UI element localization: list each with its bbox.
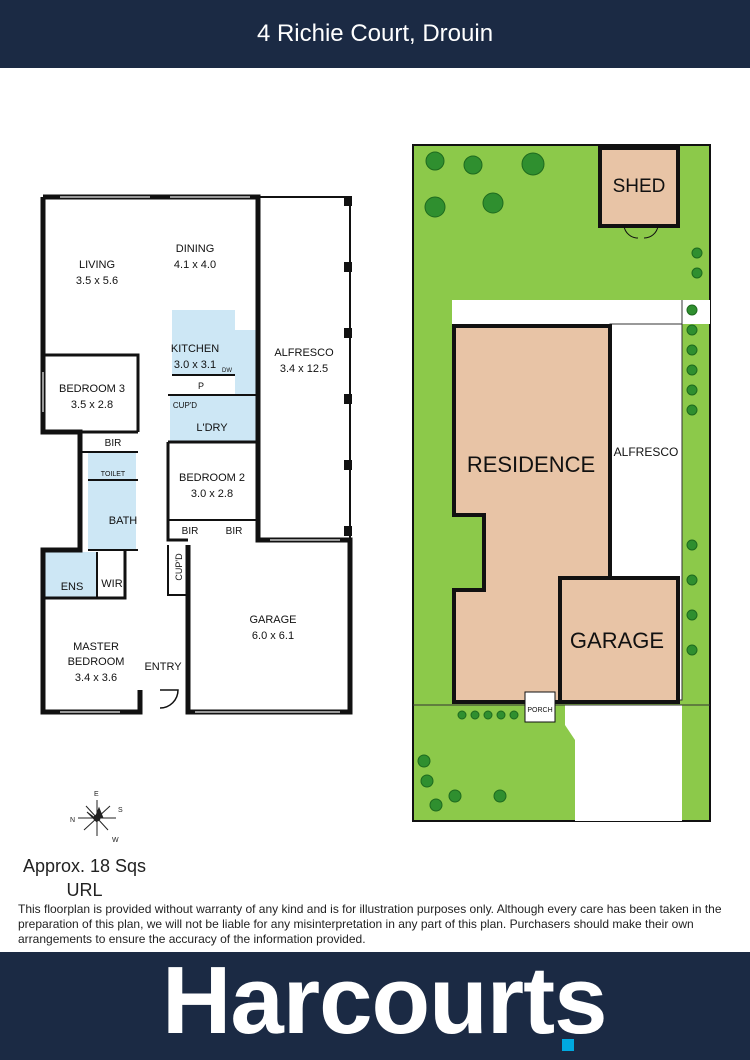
shed-building <box>598 146 680 228</box>
area-url: URL <box>66 880 103 900</box>
compass-w: W <box>112 837 119 844</box>
bathroom-area <box>88 452 136 550</box>
dining-dims: 4.1 x 4.0 <box>174 259 216 271</box>
master-label-1: MASTER <box>73 641 119 653</box>
living-label: LIVING <box>79 259 115 271</box>
bir-label-bed3: BIR <box>105 438 122 449</box>
page-header: 4 Richie Court, Drouin <box>0 0 750 68</box>
bath-label: BATH <box>109 515 138 527</box>
porch-slab <box>524 691 556 723</box>
master-dims: 3.4 x 3.6 <box>75 672 117 684</box>
master-label-2: BEDROOM <box>68 656 125 668</box>
windows <box>42 196 340 713</box>
entry-label: ENTRY <box>144 661 182 673</box>
wir-label: WIR <box>101 578 122 590</box>
alfresco-dims: 3.4 x 12.5 <box>280 363 328 375</box>
living-dims: 3.5 x 5.6 <box>76 275 118 287</box>
alfresco-label: ALFRESCO <box>274 347 334 359</box>
compass-n: N <box>70 817 75 824</box>
garage-label: GARAGE <box>249 614 296 626</box>
compass-icon: E N S W <box>70 791 123 844</box>
bedroom3-label: BEDROOM 3 <box>59 383 125 395</box>
floor-plan: LIVING 3.5 x 5.6 DINING 4.1 x 4.0 KITCHE… <box>40 194 353 844</box>
entry-door <box>159 689 179 709</box>
area-approx: Approx. 18 Sqs <box>22 856 147 876</box>
laundry-label: L'DRY <box>196 422 228 434</box>
site-alfresco-label: ALFRESCO <box>614 445 679 459</box>
compass-s: S <box>118 807 123 814</box>
harcourts-logo: Harcourts <box>162 947 607 1054</box>
bir-label-bed2-a: BIR <box>182 526 199 537</box>
toilet-label: TOILET <box>101 471 126 478</box>
logo-accent-square <box>562 1039 574 1051</box>
residence-building <box>452 324 612 704</box>
cupboard-label-laundry: CUP'D <box>173 401 197 410</box>
shed-label: SHED <box>613 176 666 197</box>
dishwasher-label: DW <box>222 368 232 374</box>
cupboard-label-entry: CUP'D <box>174 553 184 581</box>
alfresco-piers <box>344 196 352 536</box>
compass-e: E <box>94 791 99 798</box>
driveway <box>565 705 682 821</box>
disclaimer-text: This floorplan is provided without warra… <box>18 902 722 946</box>
property-address: 4 Richie Court, Drouin <box>256 20 494 47</box>
dining-label: DINING <box>176 243 215 255</box>
kitchen-label: KITCHEN <box>171 343 219 355</box>
bedroom2-label: BEDROOM 2 <box>179 472 245 484</box>
site-garage-label: GARAGE <box>570 628 664 653</box>
porch-label: PORCH <box>527 707 552 714</box>
side-path <box>452 300 710 324</box>
trees <box>417 151 703 812</box>
ensuite-label: ENS <box>61 581 84 593</box>
kitchen-area <box>172 310 258 395</box>
bedroom3-dims: 3.5 x 2.8 <box>71 399 113 411</box>
plans-canvas: LIVING 3.5 x 5.6 DINING 4.1 x 4.0 KITCHE… <box>40 144 711 844</box>
bir-label-bed2-b: BIR <box>226 526 243 537</box>
kitchen-dims: 3.0 x 3.1 <box>174 359 216 371</box>
garage-dims: 6.0 x 6.1 <box>252 630 294 642</box>
site-plan: SHED RESIDENCE ALFRESCO GARAGE PORCH <box>412 144 711 822</box>
bedroom2-dims: 3.0 x 2.8 <box>191 488 233 500</box>
area-summary: Approx. 18 Sqs URL <box>22 854 147 902</box>
site-garage-building <box>558 576 680 704</box>
residence-label: RESIDENCE <box>467 452 595 477</box>
pantry-label: P <box>198 381 204 391</box>
page-footer: Harcourts <box>0 947 750 1060</box>
ensuite-area <box>45 552 97 598</box>
wet-areas <box>45 310 258 598</box>
laundry-area <box>170 395 258 442</box>
